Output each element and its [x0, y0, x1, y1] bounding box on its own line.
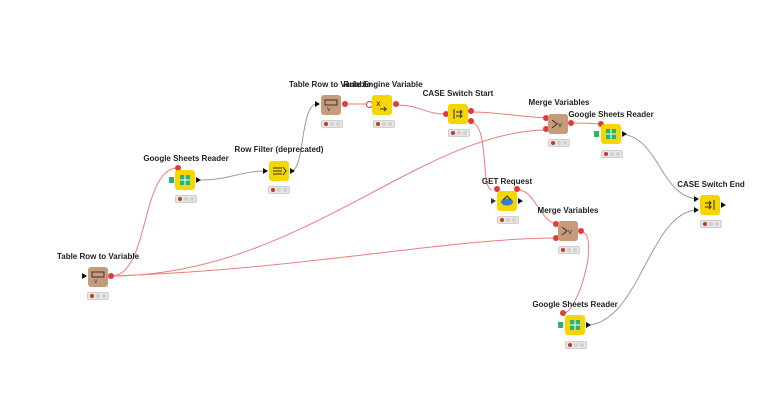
status-traffic-light: [548, 139, 570, 147]
merge-variables-icon: v: [558, 221, 578, 241]
status-traffic-light: [497, 216, 519, 224]
status-traffic-light: [601, 150, 623, 158]
connection-data[interactable]: [588, 209, 698, 326]
google-sheets-icon: [175, 170, 195, 190]
svg-text:v: v: [327, 106, 331, 113]
output-port-icon[interactable]: [290, 168, 295, 174]
google-sheets-icon: [601, 124, 621, 144]
variable-output-port[interactable]: [578, 228, 584, 234]
get-request-icon: [497, 191, 517, 211]
node-case-switch-start[interactable]: [448, 104, 472, 128]
google-sheets-icon: [565, 315, 585, 335]
variable-input-port[interactable]: [560, 310, 566, 316]
credentials-port-icon[interactable]: [558, 322, 563, 328]
node-label: Google Sheets Reader: [143, 154, 229, 163]
node-label: Table Row to Variable: [56, 252, 140, 261]
node-row-filter[interactable]: [269, 161, 293, 185]
connection-var[interactable]: [469, 121, 493, 191]
input-port-icon[interactable]: [491, 198, 496, 204]
connection-var[interactable]: [517, 189, 558, 225]
variable-output-port[interactable]: [342, 101, 348, 107]
svg-text:v: v: [94, 278, 98, 285]
variable-output-port[interactable]: [393, 101, 399, 107]
variable-output-port[interactable]: [568, 120, 574, 126]
variable-input-port[interactable]: [443, 111, 449, 117]
node-rule-engine-variable[interactable]: x: [372, 95, 396, 119]
status-traffic-light: [565, 341, 587, 349]
node-get-request[interactable]: [497, 191, 521, 215]
case-switch-start-icon: [448, 104, 468, 124]
node-google-sheets-reader-2[interactable]: [601, 124, 625, 148]
input-port-icon[interactable]: [263, 168, 268, 174]
node-label: Table Row to Variable: [288, 80, 372, 89]
connection-var[interactable]: [562, 231, 590, 315]
node-label: CASE Switch End: [677, 180, 745, 189]
status-traffic-light: [558, 246, 580, 254]
table-row-to-variable-icon: v: [321, 95, 341, 115]
svg-text:v: v: [558, 121, 562, 129]
connection-data[interactable]: [290, 103, 318, 172]
node-label: GET Request: [481, 177, 533, 186]
connection-var[interactable]: [110, 129, 549, 277]
output-port-icon[interactable]: [721, 202, 726, 208]
node-merge-variables-1[interactable]: v: [548, 114, 572, 138]
input-port-icon[interactable]: [315, 101, 320, 107]
node-label: Row Filter (deprecated): [234, 145, 324, 154]
merge-variables-icon: v: [548, 114, 568, 134]
connection-var[interactable]: [469, 111, 547, 119]
svg-text:v: v: [568, 228, 572, 236]
status-traffic-light: [700, 220, 722, 228]
status-traffic-light: [321, 120, 343, 128]
case-switch-end-icon: [700, 195, 720, 215]
node-case-switch-end[interactable]: [700, 195, 724, 219]
connection-data[interactable]: [199, 170, 267, 181]
output-port-icon[interactable]: [518, 198, 523, 204]
output-port-icon[interactable]: [196, 177, 201, 183]
node-table-row-to-variable-1[interactable]: v: [88, 267, 112, 291]
variable-output-port[interactable]: [468, 118, 474, 124]
node-table-row-to-variable-2[interactable]: v: [321, 95, 345, 119]
rule-engine-icon: x: [372, 95, 392, 115]
node-label: CASE Switch Start: [422, 89, 494, 98]
status-traffic-light: [373, 120, 395, 128]
status-traffic-light: [448, 129, 470, 137]
table-row-to-variable-icon: v: [88, 267, 108, 287]
output-port-icon[interactable]: [622, 131, 627, 137]
variable-input-port[interactable]: [494, 186, 500, 192]
node-google-sheets-reader-3[interactable]: [565, 315, 589, 339]
credentials-port-icon[interactable]: [594, 131, 599, 137]
variable-input-port[interactable]: [543, 115, 549, 121]
output-port-icon[interactable]: [586, 322, 591, 328]
connection-var[interactable]: [110, 237, 557, 277]
node-label: Google Sheets Reader: [568, 110, 654, 119]
node-label: Merge Variables: [537, 206, 599, 215]
variable-input-port[interactable]: [553, 235, 559, 241]
input-port-icon[interactable]: [694, 207, 699, 213]
connection-var[interactable]: [110, 167, 179, 277]
status-traffic-light: [87, 292, 109, 300]
variable-input-port[interactable]: [543, 126, 549, 132]
node-label: Google Sheets Reader: [532, 300, 618, 309]
variable-output-port[interactable]: [108, 273, 114, 279]
connection-var[interactable]: [395, 104, 446, 115]
variable-output-port[interactable]: [468, 108, 474, 114]
svg-text:x: x: [376, 99, 381, 108]
node-google-sheets-reader-1[interactable]: [175, 170, 199, 194]
node-label: Rule Engine Variable: [343, 80, 423, 89]
node-label: Merge Variables: [528, 98, 590, 107]
variable-input-port[interactable]: [553, 221, 559, 227]
status-traffic-light: [268, 186, 290, 194]
credentials-port-icon[interactable]: [169, 177, 174, 183]
connection-data[interactable]: [622, 133, 698, 200]
row-filter-icon: [269, 161, 289, 181]
input-port-icon[interactable]: [82, 273, 87, 279]
node-merge-variables-2[interactable]: v: [558, 221, 582, 245]
variable-input-port[interactable]: [175, 165, 181, 171]
variable-output-port[interactable]: [514, 186, 520, 192]
input-port-icon[interactable]: [694, 196, 699, 202]
status-traffic-light: [175, 195, 197, 203]
connection-var[interactable]: [569, 122, 600, 125]
